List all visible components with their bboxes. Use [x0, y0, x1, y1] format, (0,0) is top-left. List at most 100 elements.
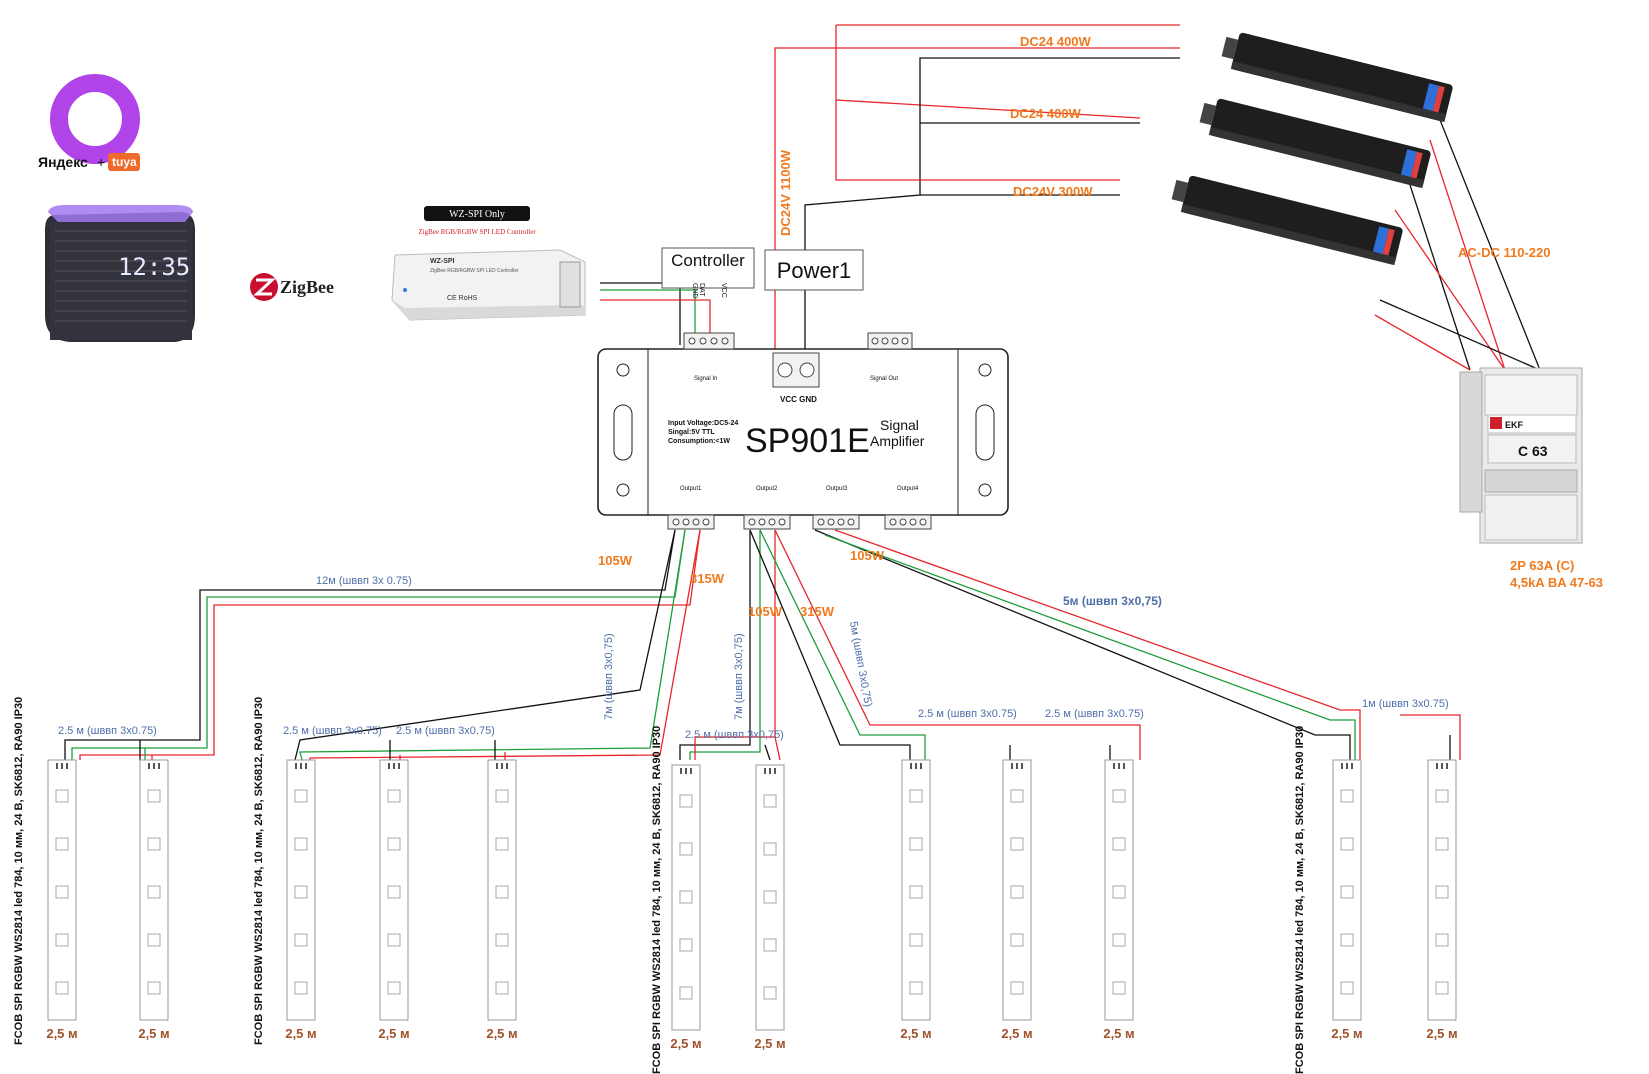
led-square	[294, 837, 308, 851]
led-square	[763, 986, 777, 1000]
led-square	[1010, 933, 1024, 947]
led-square	[294, 933, 308, 947]
led-strip: 2,5 м	[378, 759, 410, 1041]
led-strip: 2,5 м	[1103, 759, 1135, 1041]
strip-length-label: 2,5 м	[1426, 1026, 1457, 1041]
led-square	[1435, 933, 1449, 947]
strip-body	[1002, 759, 1032, 1021]
o2-black	[679, 530, 751, 760]
led-square	[387, 837, 401, 851]
clock-display: 12:35	[118, 253, 190, 281]
strip-length-label: 2,5 м	[754, 1036, 785, 1051]
o1a-red	[79, 529, 701, 760]
led-square	[1112, 885, 1126, 899]
zigbee-logo: ZigBee	[250, 273, 334, 301]
led-square	[495, 837, 509, 851]
strip-pin	[66, 763, 68, 769]
zigbee-text: ZigBee	[280, 277, 334, 297]
led-square	[1340, 885, 1354, 899]
strip-pin	[1346, 763, 1348, 769]
cable-seg-e: 1м (шввп 3х0.75)	[1362, 698, 1449, 710]
output-1-label: Output1	[680, 486, 702, 492]
led-square	[1112, 933, 1126, 947]
led-square	[679, 938, 693, 952]
strip-pin	[56, 763, 58, 769]
strip-body	[47, 759, 77, 1021]
led-square	[495, 789, 509, 803]
strip-body	[1427, 759, 1457, 1021]
led-square	[147, 837, 161, 851]
led-square	[1435, 981, 1449, 995]
ac-black-1	[1439, 119, 1541, 371]
strip-pin	[915, 763, 917, 769]
led-strip: 2,5 м	[754, 764, 786, 1051]
strip-pin	[690, 768, 692, 774]
strip-pin	[685, 768, 687, 774]
strip-length-label: 2,5 м	[486, 1026, 517, 1041]
amplifier-title-1: Signal	[880, 417, 919, 433]
strip-length-label: 2,5 м	[1001, 1026, 1032, 1041]
o2-red	[694, 530, 776, 760]
o3-green	[824, 534, 1356, 760]
led-square	[387, 981, 401, 995]
led-square	[679, 890, 693, 904]
strip-body	[286, 759, 316, 1021]
strip-pin	[1123, 763, 1125, 769]
strip-pin	[1016, 763, 1018, 769]
led-square	[1435, 885, 1449, 899]
led-square	[55, 933, 69, 947]
breaker-caption1: 2P 63A (C)	[1510, 558, 1574, 573]
strip-length-label: 2,5 м	[900, 1026, 931, 1041]
out1-group-power: 315W	[690, 571, 725, 586]
led-square	[763, 890, 777, 904]
strip-pin	[1118, 763, 1120, 769]
led-square	[679, 842, 693, 856]
strip-pin	[153, 763, 155, 769]
led-square	[294, 885, 308, 899]
o1b-red	[309, 529, 701, 760]
out2-group-power: 315W	[800, 604, 835, 619]
led-strip: 2,5 м	[138, 759, 170, 1041]
out1-power: 105W	[598, 553, 633, 568]
led-square	[763, 842, 777, 856]
spec-voltage: Input Voltage:DC5-24	[668, 420, 738, 427]
ctrl-green	[600, 289, 696, 345]
psu-2	[1199, 98, 1431, 189]
signal-out-label: Signal Out	[870, 376, 898, 382]
strip-body	[139, 759, 169, 1021]
strip-pin	[305, 763, 307, 769]
led-square	[1112, 981, 1126, 995]
psu-3	[1171, 175, 1403, 266]
led-square	[1340, 981, 1354, 995]
led-square	[909, 933, 923, 947]
led-square	[147, 981, 161, 995]
spec-consumption: Consumption:<1W	[668, 438, 730, 445]
led-square	[1010, 885, 1024, 899]
led-strip: 2,5 м	[1426, 759, 1458, 1041]
led-square	[679, 986, 693, 1000]
strip-length-label: 2,5 м	[378, 1026, 409, 1041]
led-square	[909, 789, 923, 803]
led-strip: 2,5 м	[1331, 759, 1363, 1041]
cable-seg-c: 2.5 м (шввп 3х0,75)	[685, 729, 784, 741]
led-square	[1010, 981, 1024, 995]
cable-seg-b1: 2.5 м (шввп 3х0.75)	[283, 725, 382, 737]
strip-pin	[496, 763, 498, 769]
output-2-label: Output2	[756, 486, 778, 492]
tuya-badge	[108, 153, 140, 171]
led-square	[495, 981, 509, 995]
amplifier-title-2: Amplifier	[870, 433, 925, 449]
led-strip: 2,5 м	[486, 759, 518, 1041]
ctrl-black	[600, 282, 681, 345]
strip-pin	[61, 763, 63, 769]
out3-power: 105W	[850, 548, 885, 563]
strip-pin	[506, 763, 508, 769]
wz-terminal	[559, 261, 581, 308]
o2b-red	[774, 529, 1141, 760]
output-1: Output1	[667, 486, 715, 530]
strip-pin	[1446, 763, 1448, 769]
strip-pin	[1021, 763, 1023, 769]
strip-body	[755, 764, 785, 1031]
strip-length-label: 2,5 м	[285, 1026, 316, 1041]
